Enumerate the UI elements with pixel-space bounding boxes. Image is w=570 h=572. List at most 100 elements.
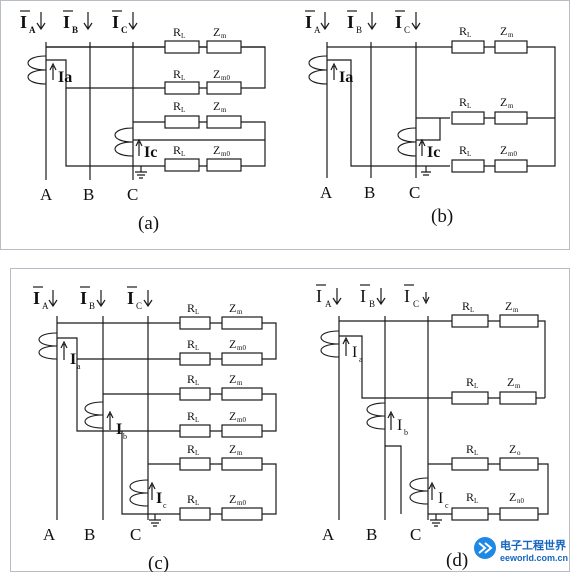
svg-text:m0: m0 [237, 499, 246, 507]
svg-text:I: I [156, 490, 162, 507]
svg-text:L: L [181, 106, 185, 114]
svg-text:B: B [364, 183, 375, 202]
svg-text:C: C [413, 299, 419, 309]
svg-text:R: R [187, 409, 195, 423]
ct-coil-b [366, 402, 386, 430]
svg-text:I: I [352, 344, 357, 361]
svg-text:C: C [409, 183, 420, 202]
svg-text:R: R [187, 442, 195, 456]
svg-text:m0: m0 [221, 74, 230, 82]
svg-text:m0: m0 [508, 150, 517, 158]
svg-text:m0: m0 [221, 150, 230, 158]
svg-text:m: m [508, 31, 514, 39]
svg-text:c: c [163, 501, 167, 510]
svg-text:L: L [467, 31, 471, 39]
panel-caption-c: (c) [148, 553, 169, 572]
svg-text:R: R [459, 143, 467, 157]
svg-text:B: B [72, 25, 78, 35]
svg-text:Ia: Ia [58, 69, 72, 86]
ct-coil-c [397, 127, 417, 157]
resistor-RL-3 [451, 457, 489, 471]
svg-text:L: L [181, 150, 185, 158]
resistor-RL-2 [164, 81, 200, 95]
current-label-IB: I B [347, 10, 377, 35]
current-label-IB: I B [360, 284, 386, 309]
svg-text:I: I [70, 351, 76, 368]
impedance-Zo-3 [499, 457, 539, 471]
svg-text:L: L [470, 306, 474, 314]
svg-text:I: I [395, 12, 402, 32]
svg-text:L: L [195, 416, 199, 424]
svg-text:m: m [513, 306, 519, 314]
svg-text:Z: Z [507, 375, 514, 389]
svg-text:I: I [33, 288, 40, 308]
svg-text:B: B [89, 301, 95, 311]
svg-text:m0: m0 [237, 344, 246, 352]
impedance-Zm0-3 [494, 159, 528, 173]
current-label-IB: I B [63, 10, 93, 35]
svg-text:Z: Z [213, 143, 220, 157]
resistor-RL-2 [451, 111, 485, 125]
svg-text:A: A [314, 25, 321, 35]
svg-text:I: I [360, 286, 366, 306]
svg-text:C: C [136, 301, 142, 311]
current-label-IA: I A [316, 284, 342, 309]
impedance-Zm-2 [499, 391, 537, 405]
svg-text:I: I [305, 12, 312, 32]
svg-text:L: L [467, 150, 471, 158]
svg-text:Z: Z [229, 337, 236, 351]
current-label-IC: I C [404, 284, 430, 309]
svg-text:L: L [474, 382, 478, 390]
svg-text:Z: Z [509, 490, 516, 504]
svg-text:A: A [40, 185, 53, 204]
current-label-IC: I C [112, 10, 138, 35]
svg-text:n0: n0 [517, 497, 525, 505]
impedance-Zm-1 [494, 40, 528, 54]
svg-text:L: L [195, 344, 199, 352]
svg-text:A: A [43, 525, 56, 544]
ground-symbol [430, 514, 442, 527]
svg-text:R: R [462, 299, 470, 313]
watermark-logo: 电子工程世界 eeworld.com.cn [474, 537, 568, 563]
impedance-Zm0-6 [221, 507, 263, 521]
svg-text:R: R [187, 372, 195, 386]
svg-text:R: R [187, 492, 195, 506]
svg-text:I: I [63, 12, 70, 32]
resistor-RL-2 [451, 391, 489, 405]
resistor-RL-1 [451, 314, 489, 328]
resistor-RL-6 [179, 507, 211, 521]
svg-text:A: A [322, 525, 335, 544]
svg-text:I: I [127, 288, 134, 308]
svg-text:o: o [517, 449, 521, 457]
svg-text:C: C [127, 185, 138, 204]
top-panels-frame [0, 0, 570, 250]
resistor-RL-1 [451, 40, 485, 54]
impedance-Zm-1 [206, 40, 242, 54]
impedance-Zm0-2 [206, 81, 242, 95]
svg-text:R: R [173, 143, 181, 157]
svg-text:a: a [359, 355, 363, 364]
svg-text:A: A [29, 25, 36, 35]
svg-text:R: R [187, 337, 195, 351]
svg-text:Z: Z [229, 372, 236, 386]
svg-text:I: I [80, 288, 87, 308]
svg-text:I: I [347, 12, 354, 32]
svg-text:I: I [397, 417, 402, 434]
impedance-Zm-5 [221, 457, 263, 471]
svg-text:I: I [112, 12, 119, 32]
ct-coil-c [129, 479, 149, 507]
svg-text:I: I [20, 12, 27, 32]
svg-text:Z: Z [213, 25, 220, 39]
svg-text:C: C [130, 525, 141, 544]
ct-coil-a [38, 332, 58, 360]
svg-text:b: b [404, 428, 408, 437]
svg-text:m: m [508, 102, 514, 110]
resistor-RL-1 [179, 316, 211, 330]
impedance-Zm-2 [494, 111, 528, 125]
svg-text:Z: Z [500, 143, 507, 157]
impedance-Zm-1 [221, 316, 263, 330]
svg-text:B: B [83, 185, 94, 204]
svg-text:L: L [195, 379, 199, 387]
ct-coil-b [84, 401, 104, 429]
